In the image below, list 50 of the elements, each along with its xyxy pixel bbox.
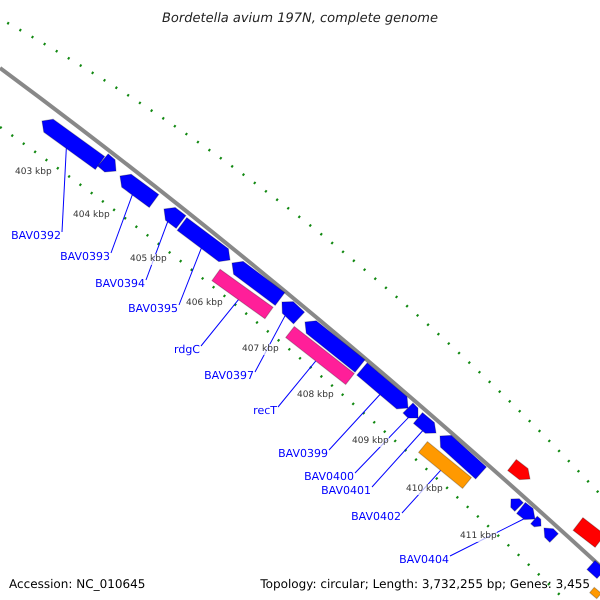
gene-label: BAV0404 (399, 553, 449, 566)
gene-feature (176, 216, 231, 262)
leader-line (328, 394, 380, 450)
tick-label: 406 kbp (186, 298, 223, 309)
gene-feature (284, 326, 356, 386)
gene-label: recT (253, 404, 277, 417)
gene-feature (586, 560, 600, 580)
accession-text: Accession: NC_010645 (9, 577, 146, 591)
gene-feature (412, 412, 437, 434)
leader-line (110, 194, 133, 254)
tick-label: 408 kbp (297, 390, 334, 401)
gene-feature (304, 320, 366, 373)
leader-line (200, 299, 239, 346)
gene-label: BAV0393 (60, 250, 110, 263)
gene-label: BAV0400 (304, 470, 354, 483)
tick-label: 407 kbp (242, 344, 279, 355)
gene-label: BAV0401 (321, 484, 371, 497)
gene-feature (231, 260, 286, 306)
gene-feature (510, 498, 524, 512)
leader-line (372, 430, 424, 488)
gene-label: BAV0394 (95, 277, 145, 290)
gene-feature (589, 586, 600, 600)
genome-info-text: Topology: circular; Length: 3,732,255 bp; Genes: 3,455 (260, 577, 590, 591)
gene-feature (439, 434, 488, 480)
gene-label: BAV0392 (11, 229, 61, 242)
leader-line (178, 248, 202, 306)
tick-label: 403 kbp (15, 167, 52, 178)
leader-line (62, 148, 67, 232)
gene-label: BAV0395 (128, 302, 178, 315)
gene-label: BAV0397 (204, 369, 254, 382)
gene-feature (507, 458, 531, 480)
tick-label: 410 kbp (406, 484, 443, 495)
title: Bordetella avium 197N, complete genome (161, 10, 439, 28)
gene-feature (402, 402, 418, 418)
gene-feature (572, 516, 600, 548)
tick-label: 404 kbp (73, 210, 110, 221)
gene-label: BAV0399 (278, 447, 328, 460)
gene-feature (163, 206, 187, 230)
tick-label: 405 kbp (130, 254, 167, 265)
gene-feature (356, 362, 409, 410)
gene-label: rdgC (174, 343, 200, 356)
tick-label: 411 kbp (460, 531, 497, 542)
gene-feature (516, 502, 536, 520)
leader-line (278, 360, 316, 408)
tick-label: 409 kbp (352, 436, 389, 447)
gene-feature (119, 174, 160, 208)
gene-feature (530, 516, 542, 528)
gene-label: BAV0402 (351, 510, 401, 523)
gene-feature (97, 153, 117, 172)
gene-feature (543, 527, 559, 543)
